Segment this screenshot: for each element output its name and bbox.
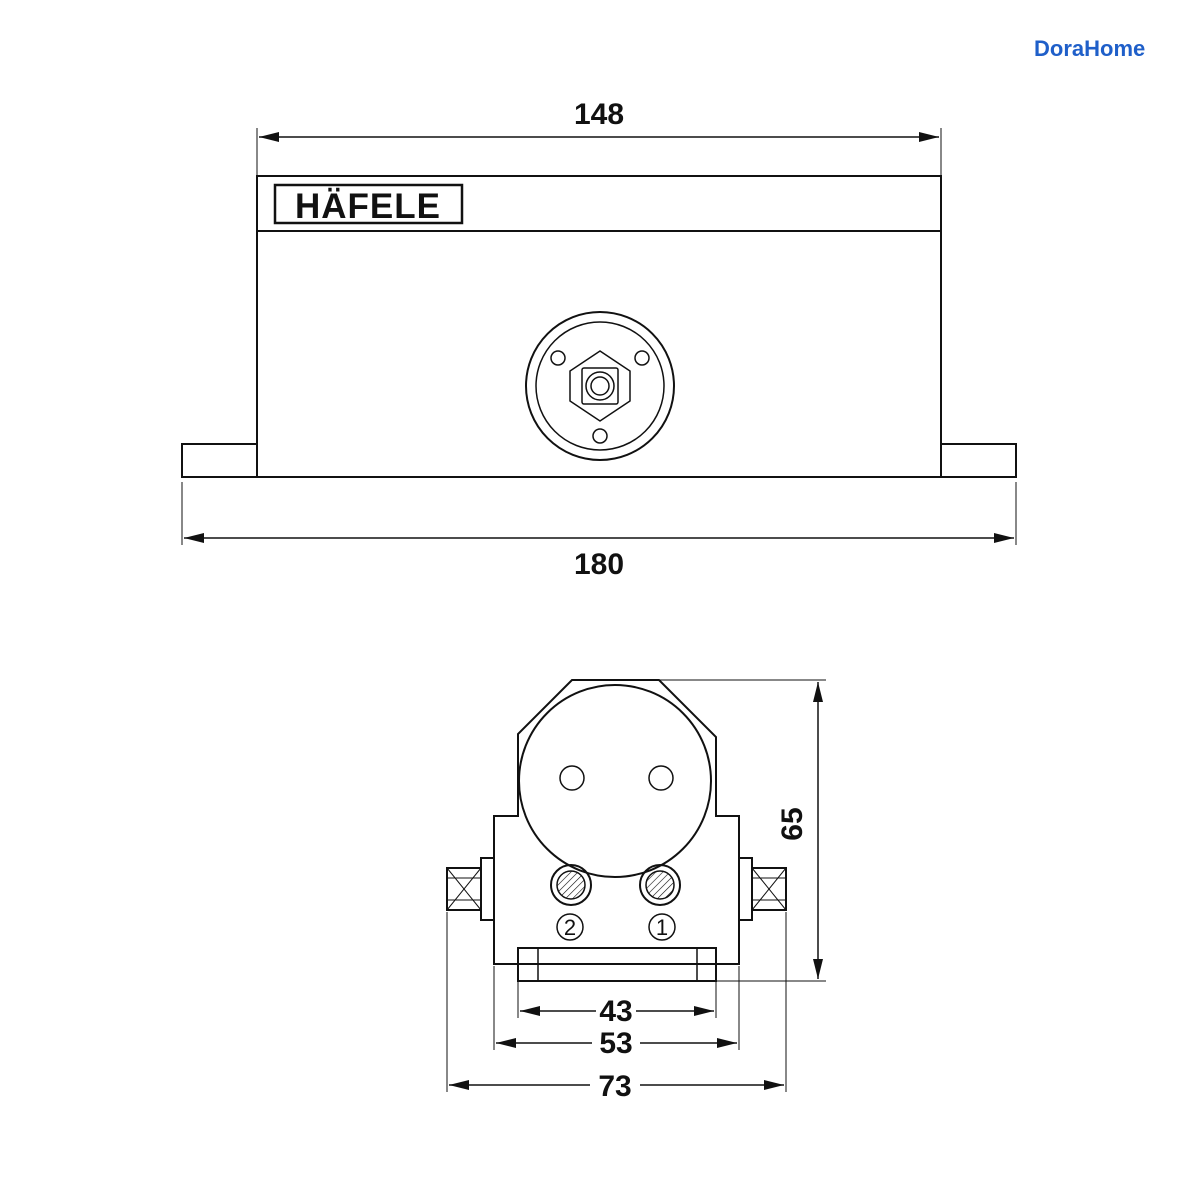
screw-slot-icon	[639, 864, 681, 906]
spindle-assembly	[525, 311, 675, 461]
svg-text:2: 2	[564, 915, 576, 940]
brand-label: HÄFELE	[273, 183, 464, 226]
front-view: 148 HÄFELE 180	[181, 98, 1017, 581]
screw-hole	[550, 350, 566, 366]
bolt-head-icon	[738, 857, 787, 921]
side-base	[517, 947, 717, 982]
dimension-top-width: 148	[256, 98, 942, 176]
dimension-label-148: 148	[574, 98, 624, 131]
dimension-label-43: 43	[599, 995, 632, 1028]
screw-hole	[634, 350, 650, 366]
dimension-label-53: 53	[599, 1027, 632, 1060]
screw-hole	[592, 428, 608, 444]
side-cylinder	[518, 684, 712, 878]
brand-label-text: HÄFELE	[295, 187, 441, 226]
watermark-logo: DoraHome	[1034, 36, 1145, 61]
dimension-label-180: 180	[574, 548, 624, 581]
screw-slot-icon	[550, 864, 592, 906]
svg-text:1: 1	[656, 915, 668, 940]
dimension-width-inner: 43	[517, 982, 717, 1028]
valve-marker-2: 2	[556, 913, 584, 941]
valve-marker-1: 1	[648, 913, 676, 941]
bolt-head-icon	[446, 857, 495, 921]
dimension-bottom-width: 180	[181, 482, 1017, 581]
screw-hole	[559, 765, 585, 791]
dimension-height: 65	[659, 679, 826, 982]
dimension-width-mid: 53	[493, 966, 740, 1060]
side-view: 2 1 65 43 53	[446, 679, 826, 1103]
dimension-width-outer: 73	[446, 912, 787, 1103]
dimension-label-65: 65	[776, 807, 809, 840]
screw-hole	[648, 765, 674, 791]
mounting-plate	[181, 443, 1017, 478]
dimension-label-73: 73	[598, 1070, 631, 1103]
